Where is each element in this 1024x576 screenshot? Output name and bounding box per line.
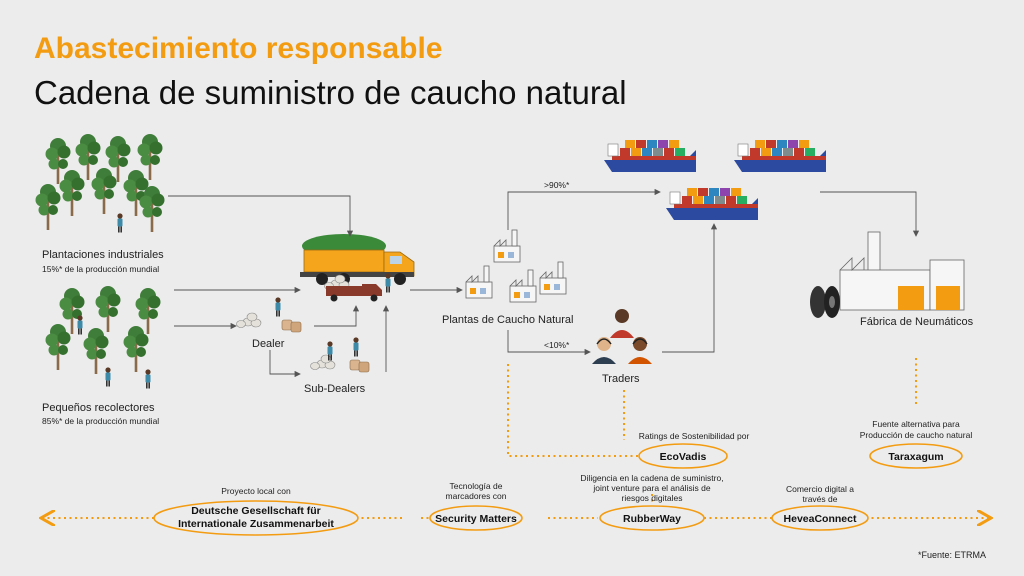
rubberway-name: RubberWay (623, 512, 681, 525)
plantations-share: 15%* de la producción mundial (42, 264, 160, 274)
sub-dealers-icon (310, 337, 370, 373)
container-ship-icon (603, 139, 827, 221)
hevea-description-1: Comercio digital a (785, 484, 855, 494)
smallholder-trees-icon (45, 286, 161, 389)
smallholders-share: 85%* de la producción mundial (42, 416, 160, 426)
flow-arrows (168, 188, 920, 378)
taraxagum-name: Taraxagum (888, 450, 944, 463)
share-90-label: >90%* (544, 180, 570, 190)
taraxagum-description-1: Fuente alternativa para (872, 419, 960, 429)
share-10-label: <10%* (544, 340, 570, 350)
ecovadis-description: Ratings de Sostenibilidad por (638, 431, 750, 441)
heveaconnect-name: HeveaConnect (783, 512, 857, 525)
hevea-description-2: través de (802, 494, 838, 504)
taraxagum-description-2: Producción de caucho natural (859, 430, 973, 440)
giz-name: Deutsche Gesellschaft für Internationale… (154, 505, 358, 531)
security-description-1: Tecnología de (449, 481, 503, 491)
traders-icon (592, 309, 652, 364)
giz-name-line-2: Internationale Zusammenarbeit (178, 518, 334, 530)
dealer-icon (236, 297, 302, 333)
rubberway-description-2: joint venture para el análisis de (593, 483, 711, 493)
dealer-label: Dealer (252, 338, 285, 350)
plantation-trees-icon (35, 134, 165, 233)
traders-label: Traders (602, 373, 640, 385)
tire-factory-label: Fábrica de Neumáticos (860, 316, 974, 328)
giz-description: Proyecto local con (221, 486, 291, 496)
security-description-2: marcadores con (445, 491, 507, 501)
sub-dealers-label: Sub-Dealers (304, 383, 366, 395)
page-title: Abastecimiento responsable (34, 32, 443, 65)
plantations-label: Plantaciones industriales (42, 249, 164, 261)
page-subtitle: Cadena de suministro de caucho natural (34, 74, 627, 111)
footnote: *Fuente: ETRMA (918, 550, 987, 560)
smallholders-label: Pequeños recolectores (42, 402, 155, 414)
giz-name-line-1: Deutsche Gesellschaft für (191, 505, 321, 518)
rubberway-description-1: Diligencia en la cadena de suministro, (580, 473, 724, 483)
rubber-plants-icon (465, 229, 567, 303)
truck-icon (300, 234, 415, 285)
rubber-plants-label: Plantas de Caucho Natural (442, 314, 574, 326)
partner-ellipses (153, 443, 963, 536)
pickup-truck-icon (324, 273, 391, 302)
ecovadis-name: EcoVadis (659, 450, 707, 463)
tire-factory-icon (810, 231, 965, 318)
rubberway-description-3: riesgos digitales (621, 493, 683, 503)
security-matters-name: Security Matters (435, 512, 517, 525)
